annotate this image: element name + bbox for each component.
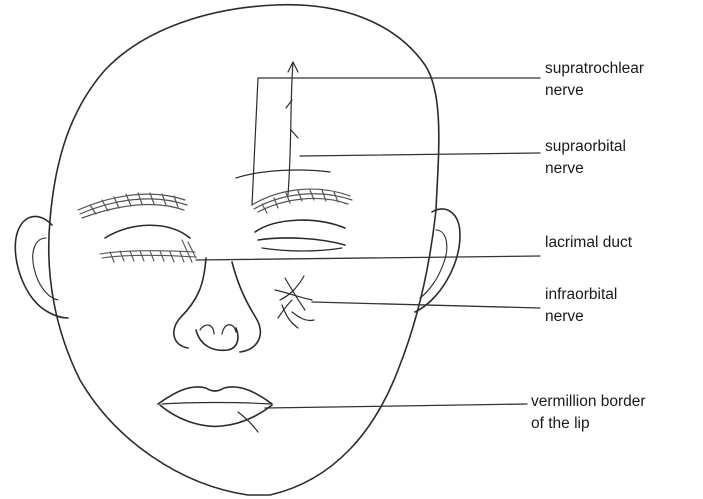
leader-supraorbital — [300, 153, 540, 156]
left-ear — [15, 216, 68, 318]
supratrochlear-nerve-drawing — [286, 62, 298, 195]
left-eye-upper-lid — [105, 225, 190, 238]
label-line: supraorbital — [545, 136, 626, 158]
nose-right-side — [232, 262, 260, 352]
leader-infraorbital — [312, 302, 540, 308]
label-vermillion-border: vermillion border of the lip — [531, 391, 646, 435]
label-supraorbital-nerve: supraorbital nerve — [545, 136, 626, 180]
label-line: nerve — [545, 158, 626, 180]
left-eyebrow — [78, 193, 187, 218]
label-line: supratrochlear — [545, 58, 644, 80]
label-line: lacrimal duct — [545, 232, 632, 254]
label-supratrochlear-nerve: supratrochlear nerve — [545, 58, 644, 102]
nose-tip — [196, 328, 238, 350]
lower-lip — [160, 405, 272, 426]
nose-left-side — [174, 258, 206, 348]
right-nostril — [222, 325, 236, 334]
label-line: infraorbital — [545, 284, 617, 306]
label-lacrimal-duct: lacrimal duct — [545, 232, 632, 254]
leader-vermillion — [265, 404, 527, 408]
label-infraorbital-nerve: infraorbital nerve — [545, 284, 617, 328]
upper-lip — [158, 387, 272, 404]
right-eye-lower-lid — [262, 248, 342, 251]
lip-center-line — [162, 403, 270, 405]
right-eye-lid-line — [258, 238, 345, 245]
left-ear-inner — [33, 238, 58, 300]
label-line: nerve — [545, 80, 644, 102]
label-line: vermillion border — [531, 391, 646, 413]
label-line: nerve — [545, 306, 617, 328]
left-nostril — [200, 325, 214, 334]
left-eye-lashes — [100, 240, 196, 262]
label-line: of the lip — [531, 413, 646, 435]
leader-lines — [196, 78, 540, 408]
supraorbital-nerve-drawing — [252, 78, 258, 205]
forehead-stroke — [236, 170, 330, 178]
infraorbital-nerve-drawing — [275, 276, 314, 328]
right-eye-upper-lid — [255, 220, 345, 232]
leader-lacrimal — [196, 256, 540, 260]
right-eyebrow — [252, 189, 352, 213]
